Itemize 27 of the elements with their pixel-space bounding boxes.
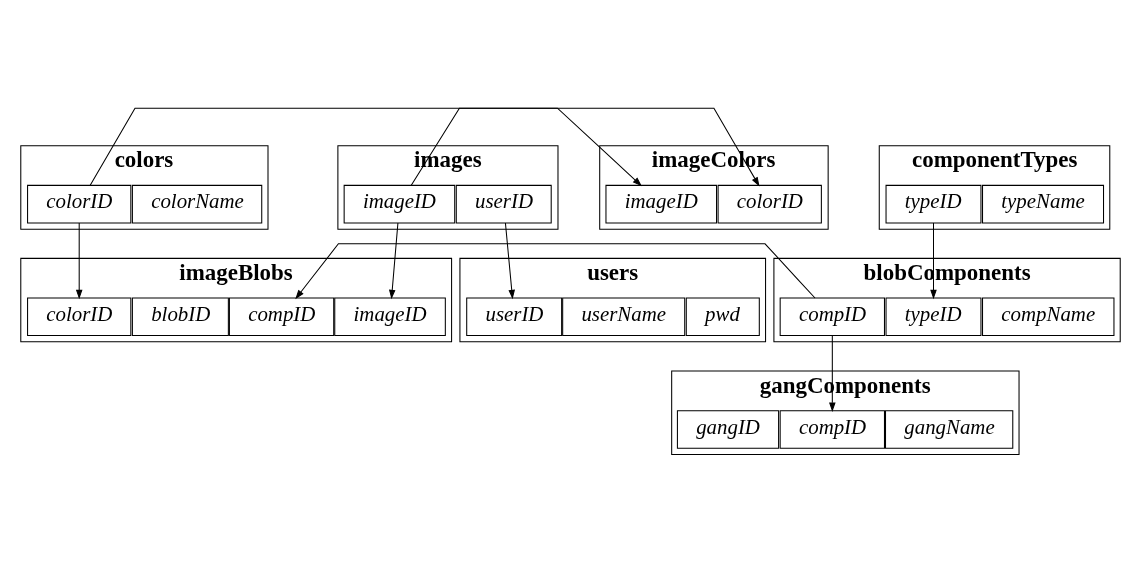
arrow — [388, 222, 399, 300]
node-box: compName — [982, 297, 1115, 337]
node-box: pwd — [685, 297, 760, 337]
node-box: userID — [466, 297, 563, 337]
node-box: colorID — [717, 184, 822, 224]
node-box: typeID — [885, 297, 982, 337]
node-box: compID — [779, 410, 885, 449]
arrow — [89, 107, 760, 187]
node-box: colorID — [27, 184, 132, 224]
arrow — [410, 107, 642, 187]
node-box: compID — [228, 297, 335, 337]
node-box: typeID — [885, 184, 982, 224]
arrow — [504, 222, 515, 300]
arrow — [75, 222, 83, 300]
node-box: userID — [455, 184, 552, 224]
node-box: compID — [779, 297, 885, 337]
node-box: colorName — [131, 184, 263, 224]
node-box: typeName — [982, 184, 1105, 224]
node-box: userName — [562, 297, 686, 337]
node-box: colorID — [27, 297, 132, 337]
node-box: blobID — [131, 297, 229, 337]
node-box: imageID — [343, 184, 456, 224]
node-box: imageID — [605, 184, 718, 224]
node-box: imageID — [334, 297, 446, 337]
node-box: gangID — [676, 410, 780, 449]
node-box: gangName — [885, 410, 1014, 449]
arrow — [295, 243, 816, 300]
